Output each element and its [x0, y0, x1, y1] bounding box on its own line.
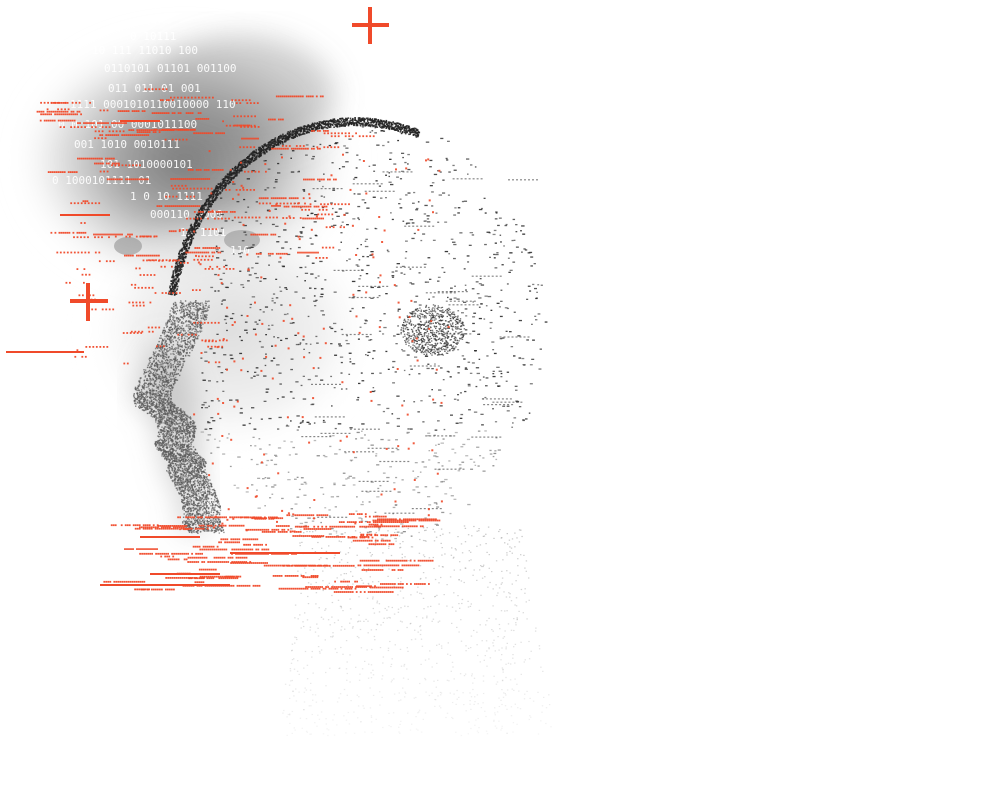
binary-line: 101 1010000101: [100, 158, 193, 171]
binary-line: 110: [230, 244, 250, 257]
binary-line: 000110 0000: [150, 208, 223, 221]
neck-dots: [282, 525, 552, 737]
face-profile-dots: [133, 300, 225, 534]
crosshair-left: [70, 283, 108, 321]
binary-line: 001 1010 0010111: [74, 138, 180, 151]
red-data-streaks: [36, 88, 450, 593]
binary-line: 011 011 01 001: [108, 82, 201, 95]
binary-line: 10 111 11010 100: [92, 44, 198, 57]
head-scatter-dots: [200, 121, 548, 540]
binary-line: 1111 0001010110010000 110: [70, 98, 236, 111]
left-streak-line: [6, 351, 84, 353]
ear-dots: [400, 304, 466, 356]
crosshair-top: [352, 7, 389, 44]
binary-line: 0 10111: [130, 30, 176, 43]
binary-line: 0110101 01101 001100: [104, 62, 236, 75]
blurred-face-shading: [15, 30, 370, 535]
binary-line: 0 1000101111 01: [52, 174, 151, 187]
